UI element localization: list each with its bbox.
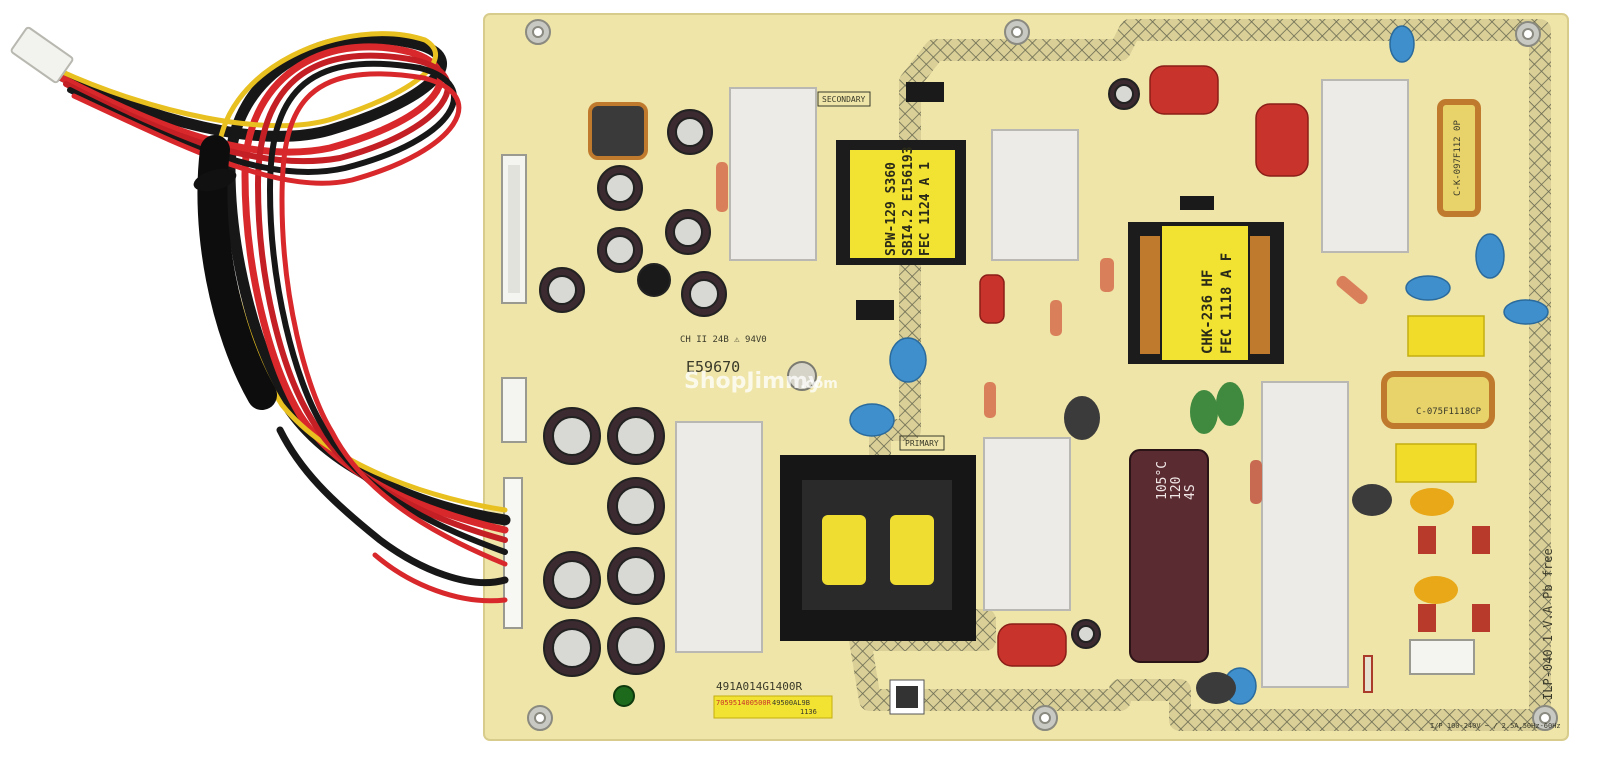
silk-primary: PRIMARY xyxy=(905,439,939,448)
t2-label-line1: CHK-236 HF xyxy=(1200,270,1216,354)
silk-model: ILP-040 1 V.A Pb free xyxy=(1541,548,1555,700)
silk-secondary: SECONDARY xyxy=(822,95,866,104)
main-cap-temp: 105°C xyxy=(1155,461,1170,500)
silk-part-number: 491A014G1400R xyxy=(716,680,802,693)
small-components xyxy=(716,82,1490,693)
transformer-t2: CHK-236 HF FEC 1118 A F xyxy=(1128,222,1284,364)
connector-input xyxy=(1409,639,1475,675)
mounting-holes xyxy=(525,19,1558,731)
sticker-date: 1136 xyxy=(800,708,817,716)
t1-label-line1: SPW-129 S360 xyxy=(884,162,899,256)
electrolytic-capacitors xyxy=(539,78,1140,677)
main-bulk-capacitor: 105°C 120 4S xyxy=(1129,449,1209,663)
silk-ul-rating: CH II 24B ⚠ 94V0 xyxy=(680,335,767,345)
sticker-code: 49500AL9B xyxy=(772,699,810,707)
ceramic-discs xyxy=(613,361,1458,707)
x-capacitors xyxy=(1395,315,1485,483)
t2-label-line2: FEC 1118 A F xyxy=(1219,253,1235,354)
y-capacitors xyxy=(849,25,1549,705)
choke-mid-label: C-075F1118CP xyxy=(1416,407,1482,417)
film-capacitors xyxy=(979,65,1309,667)
choke-right-label: C-K-097F112 0P xyxy=(1453,120,1463,196)
t1-label-line2: SBI4.2 E156193 xyxy=(901,146,916,256)
transformer-t1: SPW-129 S360 SBI4.2 E156193 FEC 1124 A 1 xyxy=(836,140,966,265)
wire-harness xyxy=(10,26,511,604)
pfc-choke xyxy=(780,455,976,641)
main-cap-series: 4S xyxy=(1183,484,1198,500)
watermark: ShopJimmy xyxy=(684,369,822,394)
connector-cn802 xyxy=(501,377,527,443)
toroid-chokes: C-K-097F112 0P C-075F1118CP xyxy=(588,99,1495,429)
silkscreen-text: SECONDARY PRIMARY CH II 24B ⚠ 94V0 E5967… xyxy=(680,91,1561,730)
silk-input-rating: I/P 100-240V ~ / 2.5A,50Hz-60Hz xyxy=(1430,722,1561,730)
sticker-serial: 705951400500R xyxy=(716,699,772,707)
watermark-suffix: .com xyxy=(800,376,838,392)
silk-ul-mark: E59670 xyxy=(686,358,740,376)
barcode-sticker: 705951400500R 49500AL9B 1136 xyxy=(713,679,925,719)
heatsinks xyxy=(675,79,1409,688)
t1-label-line3: FEC 1124 A 1 xyxy=(918,162,933,256)
connector-cn801 xyxy=(501,154,527,304)
main-cap-value: 120 xyxy=(1169,477,1184,500)
